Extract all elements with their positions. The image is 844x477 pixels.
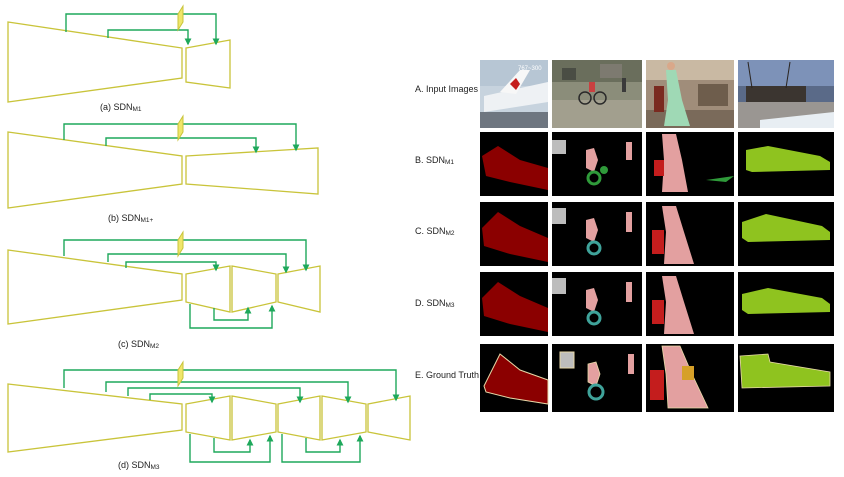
segment-aeroplane — [482, 282, 548, 332]
segment-bus — [746, 146, 830, 172]
transition-marker — [177, 4, 184, 32]
dense-connection — [213, 306, 252, 321]
segment-bicycle — [586, 170, 602, 186]
decoder-block-2 — [277, 395, 321, 441]
dense-connection — [189, 434, 274, 463]
dense-connection — [281, 434, 364, 463]
caption-c: (c) SDNM2 — [118, 339, 159, 350]
encoder-block — [7, 131, 183, 209]
image-overlay-text: 767~300 — [518, 66, 542, 72]
segment-unlabeled — [552, 140, 566, 154]
skip-connection — [107, 253, 290, 274]
skip-connection — [105, 381, 352, 404]
skip-connection — [105, 137, 260, 154]
segment-unlabeled — [552, 278, 566, 294]
row-sdn-m2 — [480, 202, 834, 266]
transition-block-2 — [321, 395, 367, 441]
transition-marker — [177, 114, 184, 142]
diagram-d: (d) SDNM3 — [7, 360, 411, 471]
skip-connection — [65, 13, 220, 46]
segment-bicycle — [586, 240, 602, 256]
skip-connection — [63, 369, 400, 402]
encoder-block — [7, 21, 183, 103]
decoder-block — [185, 39, 231, 89]
decoder-block-1 — [185, 395, 231, 441]
segment-aeroplane — [482, 212, 548, 262]
dense-connection — [305, 438, 344, 453]
segment-person — [626, 212, 632, 232]
input-image-bus — [738, 60, 834, 128]
row-label-sdn-m1: B. SDNM1 — [415, 155, 454, 166]
segment-bus — [742, 214, 830, 242]
segment-aeroplane — [483, 353, 549, 405]
segment-person — [662, 276, 694, 334]
segment-person — [586, 218, 598, 242]
skip-connection — [125, 261, 220, 272]
diagram-a: (a) SDNM1 — [7, 4, 231, 113]
segment-person — [587, 361, 601, 387]
segment-unlabeled — [559, 351, 575, 369]
dense-connection — [213, 438, 254, 453]
dense-connection — [189, 304, 276, 329]
encoder-block — [7, 383, 183, 453]
segment-bicycle — [586, 310, 602, 326]
decoder-block-3 — [367, 395, 411, 441]
input-image-aeroplane: 767~300 — [480, 60, 548, 128]
input-image-person-chair — [646, 60, 734, 128]
segment-bus — [742, 288, 830, 314]
segment-unlabeled — [552, 208, 566, 224]
segment-aeroplane — [482, 146, 548, 190]
segment-chair — [650, 370, 664, 400]
skip-connection — [63, 239, 310, 272]
diagram-c: (c) SDNM2 — [7, 230, 321, 350]
segment-chair — [652, 230, 664, 254]
input-image-cyclist — [552, 60, 642, 128]
caption-a: (a) SDNM1 — [100, 102, 142, 113]
caption-d: (d) SDNM3 — [118, 460, 160, 471]
segment-bus — [739, 353, 831, 389]
diagram-b: (b) SDNM1+ — [7, 114, 319, 224]
row-label-ground-truth: E. Ground Truth — [415, 370, 479, 380]
segment-person — [628, 354, 634, 374]
segment-person — [586, 148, 598, 172]
segment-person — [662, 134, 688, 192]
row-sdn-m3 — [480, 272, 834, 336]
transition-block — [231, 265, 277, 313]
row-label-sdn-m3: D. SDNM3 — [415, 298, 455, 309]
decoder-block — [185, 147, 319, 195]
skip-connection — [127, 387, 304, 404]
decoder-block-1 — [185, 265, 231, 313]
skip-connection — [107, 29, 192, 46]
caption-b: (b) SDNM1+ — [108, 213, 154, 224]
row-input-images: 767~300 — [480, 60, 834, 128]
segment-person — [626, 142, 632, 160]
row-sdn-m1 — [480, 132, 834, 196]
segment-person — [626, 282, 632, 302]
encoder-block — [7, 249, 183, 325]
transition-marker — [177, 230, 184, 258]
row-label-sdn-m2: C. SDNM2 — [415, 226, 455, 237]
decoder-block-2 — [277, 265, 321, 313]
row-label-input: A. Input Images — [415, 84, 479, 94]
segment-chair — [652, 300, 664, 324]
row-labels: A. Input Images B. SDNM1 C. SDNM2 D. SDN… — [415, 84, 479, 380]
segment-other — [682, 366, 694, 380]
segment-chair — [654, 160, 664, 176]
row-ground-truth — [480, 344, 834, 412]
skip-connection — [149, 393, 216, 404]
grid-separators — [548, 58, 738, 414]
transition-marker — [177, 360, 184, 388]
transition-block-1 — [231, 395, 277, 441]
segment-bicycle — [587, 383, 605, 401]
segment-person — [586, 288, 598, 312]
segment-person — [662, 206, 694, 264]
